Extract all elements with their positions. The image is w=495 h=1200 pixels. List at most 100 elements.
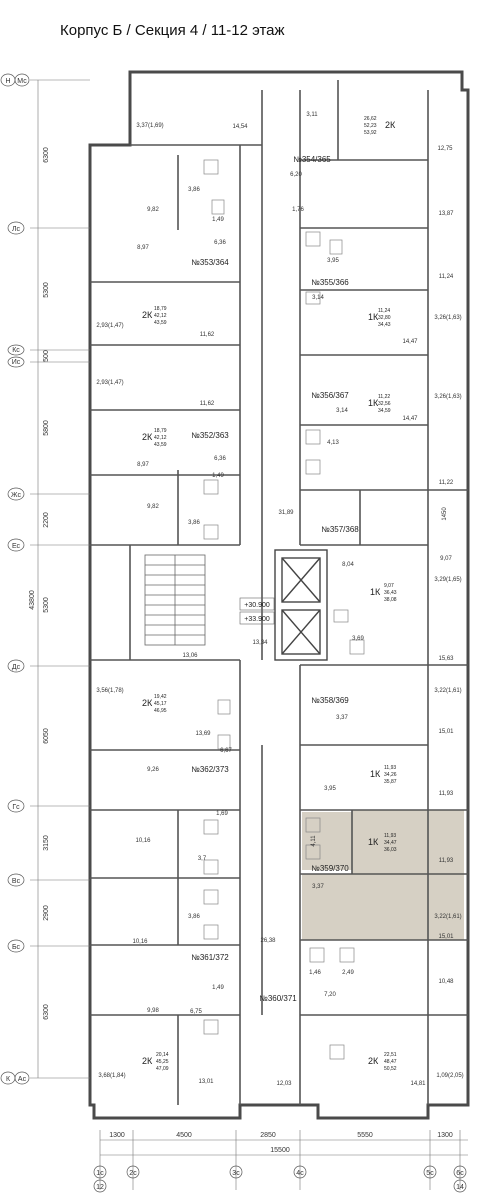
svg-text:22,51: 22,51: [384, 1052, 397, 1058]
bathroom-fixtures: [203, 159, 365, 1060]
svg-text:3,68(1,84): 3,68(1,84): [98, 1073, 125, 1079]
svg-text:13,34: 13,34: [252, 640, 268, 646]
svg-text:43800: 43800: [29, 590, 36, 610]
svg-text:18,79: 18,79: [154, 428, 167, 434]
svg-text:14,54: 14,54: [232, 124, 248, 130]
svg-text:1,76: 1,76: [292, 207, 304, 213]
svg-text:3,22(1,61): 3,22(1,61): [434, 688, 461, 694]
highlighted-apartment-room[interactable]: [302, 874, 464, 940]
svg-text:1,46: 1,46: [309, 970, 321, 976]
svg-text:2К: 2К: [368, 1056, 379, 1066]
room-areas: 3,37(1,69) 14,54 3,11 12,75 6,20 3,86 1,…: [96, 112, 463, 1087]
svg-text:5300: 5300: [43, 597, 50, 613]
svg-text:14,47: 14,47: [402, 416, 418, 422]
svg-text:9,82: 9,82: [147, 504, 159, 510]
unit-label: №354/365: [293, 155, 331, 164]
elevator-shafts: [274, 549, 328, 661]
svg-text:3,37: 3,37: [312, 884, 324, 890]
svg-text:47,09: 47,09: [156, 1066, 169, 1072]
svg-text:3,14: 3,14: [312, 295, 324, 301]
svg-text:4,13: 4,13: [327, 440, 339, 446]
svg-text:20,14: 20,14: [156, 1052, 169, 1058]
svg-text:4500: 4500: [176, 1132, 192, 1139]
unit-label: №361/372: [191, 953, 229, 962]
left-axis-ticks: [30, 79, 90, 1079]
svg-text:3,11: 3,11: [306, 112, 318, 118]
svg-text:1300: 1300: [437, 1132, 453, 1139]
svg-text:6300: 6300: [43, 1004, 50, 1020]
svg-text:11,93: 11,93: [439, 858, 454, 864]
svg-text:12,03: 12,03: [276, 1081, 292, 1087]
svg-text:12,75: 12,75: [437, 146, 453, 152]
svg-text:2200: 2200: [43, 512, 50, 528]
svg-text:3,37(1,69): 3,37(1,69): [136, 123, 163, 129]
unit-label: №352/363: [191, 431, 229, 440]
svg-text:1,09(2,05): 1,09(2,05): [436, 1073, 463, 1079]
svg-text:2,93(1,47): 2,93(1,47): [96, 323, 123, 329]
svg-text:4,11: 4,11: [311, 835, 317, 847]
svg-text:3,29(1,65): 3,29(1,65): [434, 577, 461, 583]
svg-text:26,62: 26,62: [364, 116, 377, 122]
svg-text:36,43: 36,43: [384, 590, 397, 596]
svg-text:11,24: 11,24: [439, 274, 454, 280]
svg-text:3150: 3150: [43, 835, 50, 851]
svg-text:5800: 5800: [43, 420, 50, 436]
axis-Ec: Ес: [12, 543, 21, 550]
unit-label: №358/369: [311, 696, 349, 705]
svg-text:32,56: 32,56: [378, 401, 391, 407]
svg-text:14,81: 14,81: [410, 1081, 426, 1087]
svg-text:1с: 1с: [96, 1170, 104, 1177]
svg-text:3,56(1,78): 3,56(1,78): [96, 688, 123, 694]
svg-text:35,87: 35,87: [384, 779, 397, 785]
svg-text:9,07: 9,07: [384, 583, 394, 589]
svg-text:8,97: 8,97: [137, 245, 149, 251]
svg-text:42,12: 42,12: [154, 435, 167, 441]
svg-text:9,26: 9,26: [147, 767, 159, 773]
svg-text:43,59: 43,59: [154, 320, 167, 326]
unit-label: №359/370: [311, 864, 349, 873]
svg-text:15500: 15500: [270, 1147, 290, 1154]
svg-text:1К: 1К: [370, 587, 381, 597]
stairwell: [144, 554, 206, 646]
svg-text:34,47: 34,47: [384, 840, 397, 846]
svg-text:7,20: 7,20: [324, 992, 336, 998]
svg-text:15,01: 15,01: [438, 729, 454, 735]
svg-text:11,93: 11,93: [384, 765, 396, 771]
svg-text:9,07: 9,07: [440, 556, 452, 562]
svg-text:14,47: 14,47: [402, 339, 418, 345]
axis-Gc: Гс: [12, 804, 20, 811]
svg-text:1К: 1К: [370, 769, 381, 779]
svg-text:6,20: 6,20: [290, 172, 302, 178]
svg-text:34,43: 34,43: [378, 322, 391, 328]
svg-text:2К: 2К: [142, 310, 153, 320]
unit-label: №353/364: [191, 258, 229, 267]
svg-text:42,12: 42,12: [154, 313, 167, 319]
svg-text:11,62: 11,62: [200, 332, 215, 338]
left-dimensions: 6300 5300 500 5800 2200 5300 6050 3150 2…: [29, 147, 50, 1020]
svg-text:13,87: 13,87: [438, 211, 454, 217]
svg-text:3,7: 3,7: [198, 856, 207, 862]
axis-Zhc: Жс: [11, 492, 21, 499]
svg-text:19,42: 19,42: [154, 694, 167, 700]
svg-text:2900: 2900: [43, 905, 50, 921]
bottom-dimensions: 1300 4500 2850 5550 1300 15500: [109, 1132, 453, 1154]
highlighted-apartment[interactable]: [352, 810, 464, 874]
svg-text:50,52: 50,52: [384, 1066, 397, 1072]
svg-text:43,59: 43,59: [154, 442, 167, 448]
axis-Ic: Ис: [12, 359, 21, 366]
svg-text:4с: 4с: [296, 1170, 304, 1177]
svg-text:3,26(1,63): 3,26(1,63): [434, 315, 461, 321]
svg-text:3,14: 3,14: [336, 408, 348, 414]
svg-text:11,24: 11,24: [378, 308, 390, 314]
elevation-marks: +30.900 +33.900: [239, 597, 275, 625]
svg-text:10,48: 10,48: [438, 979, 454, 985]
svg-text:1,49: 1,49: [212, 473, 224, 479]
unit-label: №357/368: [321, 525, 359, 534]
svg-text:8,97: 8,97: [137, 462, 149, 468]
svg-text:6300: 6300: [43, 147, 50, 163]
highlighted-apartment-bath[interactable]: [302, 812, 352, 870]
svg-text:1К: 1К: [368, 312, 379, 322]
svg-text:2К: 2К: [385, 120, 396, 130]
axis-Dc: Дс: [12, 664, 21, 671]
svg-text:5300: 5300: [43, 282, 50, 298]
